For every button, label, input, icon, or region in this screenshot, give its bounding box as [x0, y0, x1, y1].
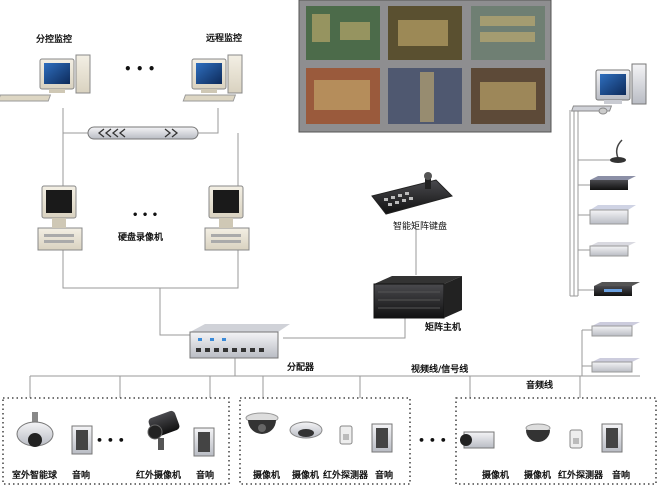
dvr-right: [204, 185, 250, 251]
branch-pc: [0, 54, 91, 102]
branch-monitor-label: 分控监控: [36, 35, 73, 45]
right-device-1: [590, 176, 636, 190]
ir-camera-label: 红外摄像机: [136, 471, 182, 481]
matrix-keyboard: [371, 172, 453, 215]
microphone: [610, 139, 626, 163]
distributor-label: 分配器: [287, 363, 315, 373]
right-device-3: [589, 242, 636, 257]
remote-pc: [182, 54, 243, 102]
camera-label-3: 摄像机: [482, 471, 510, 481]
right-device-4: [594, 282, 640, 296]
video-wall: [298, 0, 552, 133]
video-signal-line-label: 视频线/信号线: [411, 365, 469, 375]
outdoor-dome-device: [16, 412, 54, 447]
right-device-6: [591, 358, 640, 373]
speaker-label-2: 音响: [196, 471, 215, 481]
dvr-left: [37, 185, 83, 251]
ir-detector-label-2: 红外探测器: [558, 471, 604, 481]
audio-line-label: 音频线: [526, 381, 554, 391]
speaker-device-4: [601, 423, 623, 453]
ir-detector-device-2: [569, 429, 583, 449]
dome-camera-1: [245, 412, 279, 434]
group2-ellipsis: • • •: [418, 434, 447, 447]
camera-label-1: 摄像机: [253, 471, 281, 481]
dome-camera-3: [525, 423, 551, 442]
dvr-ellipsis: • • •: [132, 210, 159, 221]
ir-camera-device: [147, 410, 180, 450]
speaker-label-4: 音响: [612, 471, 631, 481]
matrix-host-label: 矩阵主机: [425, 323, 462, 333]
top-ellipsis: • • •: [124, 62, 156, 76]
speaker-device-2: [193, 427, 215, 457]
speaker-device-3: [371, 423, 393, 453]
right-pc: [570, 63, 647, 115]
camera-label-4: 摄像机: [524, 471, 552, 481]
network-bar: [87, 126, 199, 140]
speaker-label-1: 音响: [72, 471, 91, 481]
ir-detector-label-1: 红外探测器: [323, 471, 369, 481]
camera-label-2: 摄像机: [292, 471, 320, 481]
connection-lines: [29, 108, 640, 398]
remote-monitor-label: 远程监控: [206, 34, 243, 44]
matrix-keyboard-label: 智能矩阵键盘: [393, 222, 448, 232]
dome-camera-2: [289, 421, 323, 439]
right-device-2: [589, 205, 636, 225]
outdoor-dome-label: 室外智能球: [12, 471, 58, 481]
speaker-device-1: [71, 425, 93, 455]
box-camera-device: [460, 431, 495, 449]
dvr-label: 硬盘录像机: [118, 233, 164, 243]
distributor: [189, 324, 290, 359]
right-device-5: [591, 322, 640, 337]
group1-ellipsis: • • •: [96, 434, 125, 447]
speaker-label-3: 音响: [375, 471, 394, 481]
camera-group-borders: [2, 397, 657, 485]
ir-detector-device-1: [339, 425, 353, 445]
matrix-host: [373, 276, 462, 319]
